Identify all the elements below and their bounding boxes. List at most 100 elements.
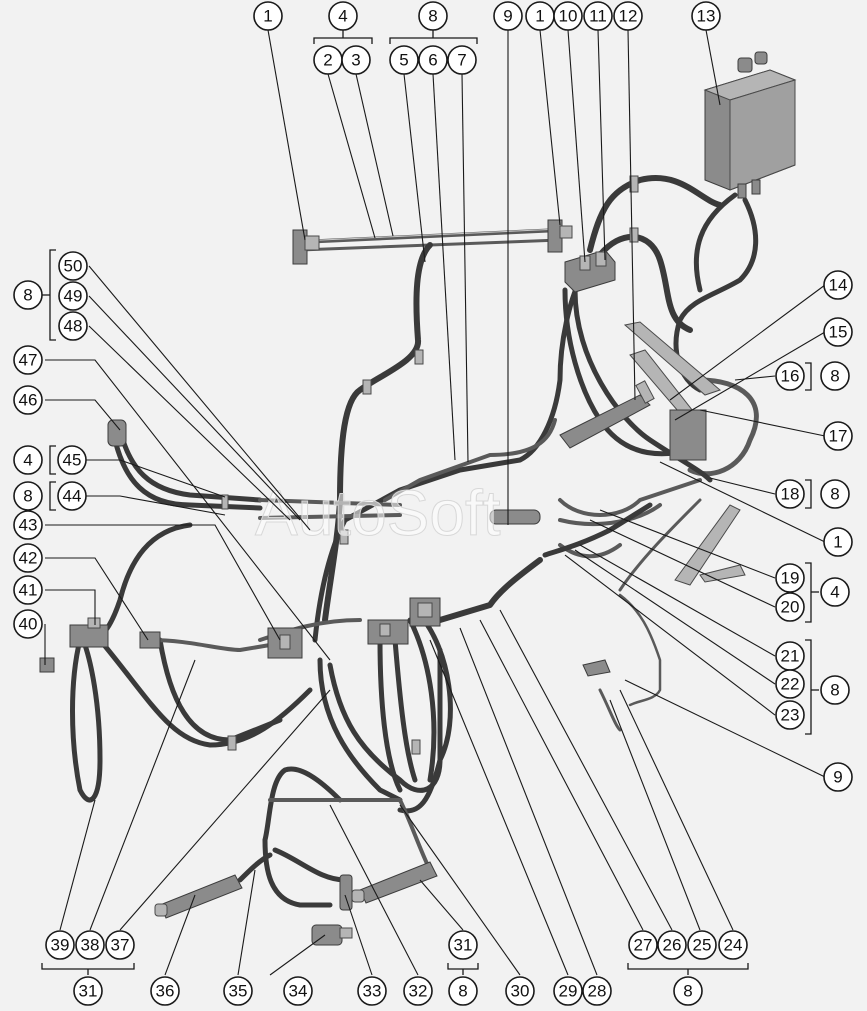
callout-8: 8: [418, 1, 448, 31]
callout-8: 8: [448, 976, 478, 1006]
svg-text:46: 46: [19, 391, 38, 410]
svg-text:8: 8: [683, 982, 692, 1001]
svg-text:26: 26: [663, 936, 682, 955]
svg-text:39: 39: [51, 936, 70, 955]
callout-1: 1: [253, 1, 283, 31]
bottom-left-cylinder: [154, 874, 243, 919]
svg-text:25: 25: [693, 936, 712, 955]
svg-text:48: 48: [64, 317, 83, 336]
callout-8: 8: [820, 479, 850, 509]
callout-36: 36: [150, 976, 180, 1006]
callout-23: 23: [775, 700, 805, 730]
callout-10: 10: [553, 1, 583, 31]
bottom-right-cylinder: [351, 861, 438, 904]
callout-11: 11: [583, 1, 613, 31]
callout-31: 31: [448, 930, 478, 960]
callout-42: 42: [13, 543, 43, 573]
top-valve-block: [564, 249, 616, 293]
watermark: AutoSoft: [255, 477, 501, 549]
right-hose-bracket: [547, 219, 573, 253]
svg-text:31: 31: [454, 936, 473, 955]
svg-text:27: 27: [634, 936, 653, 955]
pump-right: [582, 659, 611, 677]
svg-text:31: 31: [79, 982, 98, 1001]
center-valve-mid: [367, 619, 409, 645]
svg-text:32: 32: [409, 982, 428, 1001]
svg-text:1: 1: [833, 533, 842, 552]
svg-text:4: 4: [338, 7, 347, 26]
callout-20: 20: [775, 592, 805, 622]
svg-text:34: 34: [289, 982, 308, 1001]
center-valve-left: [267, 627, 303, 659]
callout-30: 30: [505, 976, 535, 1006]
svg-text:8: 8: [23, 286, 32, 305]
svg-text:4: 4: [830, 583, 839, 602]
svg-text:6: 6: [428, 51, 437, 70]
svg-text:22: 22: [781, 675, 800, 694]
svg-text:11: 11: [589, 7, 607, 26]
callout-12: 12: [613, 1, 643, 31]
pipe-clamps: [221, 175, 639, 755]
oil-tank: [703, 51, 797, 199]
svg-text:8: 8: [830, 367, 839, 386]
svg-text:9: 9: [503, 7, 512, 26]
svg-text:8: 8: [428, 7, 437, 26]
svg-text:21: 21: [781, 647, 800, 666]
right-frame: [623, 321, 746, 586]
svg-text:33: 33: [363, 982, 382, 1001]
callout-40: 40: [13, 609, 43, 639]
callout-41: 41: [13, 575, 43, 605]
svg-text:7: 7: [457, 51, 466, 70]
left-valve: [69, 617, 109, 648]
components: [39, 51, 797, 946]
callout-24: 24: [718, 930, 748, 960]
callout-47: 47: [13, 345, 43, 375]
callout-8: 8: [13, 280, 43, 310]
svg-text:13: 13: [697, 7, 716, 26]
svg-text:1: 1: [535, 7, 544, 26]
svg-text:2: 2: [323, 51, 332, 70]
callouts: 1 4 8 2 3 5 6 7 9 1 10 11 12 13 14 15 16…: [13, 1, 853, 1006]
valve-46: [107, 419, 127, 447]
callout-8: 8: [673, 976, 703, 1006]
callout-46: 46: [13, 385, 43, 415]
center-valve-right: [409, 597, 441, 627]
filter-34: [311, 924, 353, 946]
callout-16: 16: [775, 361, 805, 391]
svg-text:19: 19: [781, 569, 800, 588]
svg-text:49: 49: [64, 287, 83, 306]
callout-4: 4: [820, 577, 850, 607]
callout-4: 4: [13, 445, 43, 475]
small-clamp-42: [139, 631, 161, 649]
center-cylinder: [489, 509, 541, 525]
callout-4: 4: [328, 1, 358, 31]
callout-22: 22: [775, 669, 805, 699]
svg-text:24: 24: [724, 936, 743, 955]
callout-49: 49: [58, 281, 88, 311]
svg-text:40: 40: [19, 615, 38, 634]
leader-lines: [44, 29, 826, 976]
svg-text:41: 41: [19, 581, 38, 600]
callout-1: 1: [525, 1, 555, 31]
svg-text:12: 12: [619, 7, 638, 26]
callout-14: 14: [823, 270, 853, 300]
svg-text:3: 3: [351, 51, 360, 70]
group-brackets: [41, 30, 819, 975]
svg-text:8: 8: [830, 485, 839, 504]
motor-33: [339, 874, 353, 911]
callout-50: 50: [58, 251, 88, 281]
callout-29: 29: [553, 976, 583, 1006]
callout-19: 19: [775, 563, 805, 593]
callout-2: 2: [313, 45, 343, 75]
callout-21: 21: [775, 641, 805, 671]
svg-text:4: 4: [23, 451, 32, 470]
callout-44: 44: [57, 481, 87, 511]
lift-cylinder: [559, 380, 655, 449]
callout-35: 35: [223, 976, 253, 1006]
callout-8: 8: [820, 361, 850, 391]
svg-text:36: 36: [156, 982, 175, 1001]
left-hose-bracket: [292, 229, 320, 265]
callout-31: 31: [73, 976, 103, 1006]
callout-8: 8: [13, 481, 43, 511]
svg-text:9: 9: [833, 768, 842, 787]
